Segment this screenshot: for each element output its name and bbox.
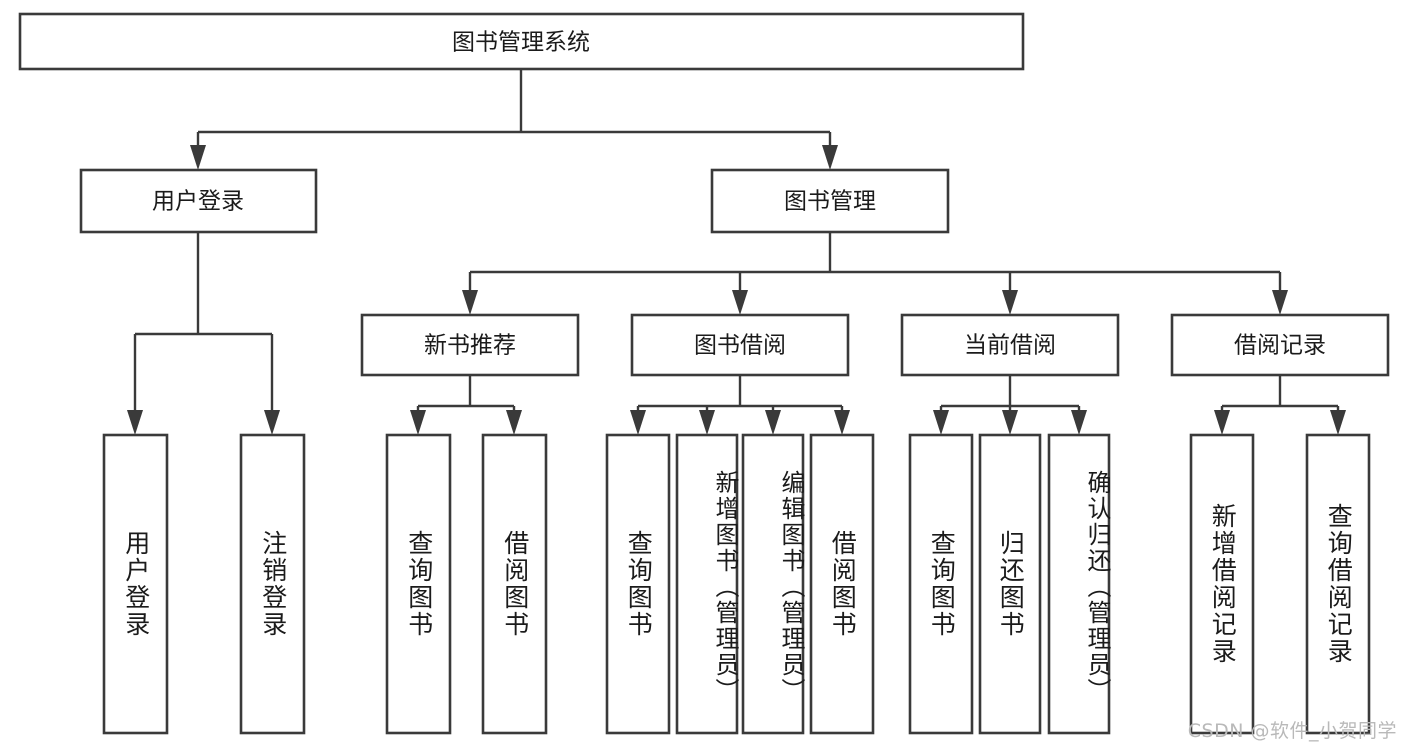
node-leaf-query-book-1[interactable] [385,433,452,735]
node-borrow-record-label: 借阅记录 [1234,333,1326,359]
watermark-text: CSDN @软件_小贺同学 [1187,720,1397,742]
arrow-leaf-user-login [127,410,143,435]
node-leaf-query-record[interactable] [1305,433,1371,735]
arrow-leaf-logout [264,410,280,435]
node-book-borrow-label: 图书借阅 [694,333,786,359]
node-current-borrow-label: 当前借阅 [964,333,1056,359]
connector-layer [127,69,1346,435]
node-leaf-return-book[interactable] [978,433,1042,735]
node-leaf-edit-book[interactable] [741,433,805,735]
node-user-login-label: 用户登录 [152,189,244,215]
node-leaf-confirm-return[interactable] [1047,433,1111,735]
arrow-leaf-query-record [1330,410,1346,435]
arrow-book-borrow [732,290,748,315]
node-leaf-borrow-book-1[interactable] [481,433,548,735]
node-book-manage-label: 图书管理 [784,189,876,215]
arrow-leaf-confirm-return [1071,410,1087,435]
arrow-book-manage [822,145,838,170]
arrow-leaf-query-book-3 [933,410,949,435]
node-user-login[interactable] [79,168,318,234]
node-leaf-borrow-book-2[interactable] [809,433,875,735]
arrow-leaf-add-book [699,410,715,435]
arrow-user-login [190,145,206,170]
node-root-label: 图书管理系统 [452,30,590,56]
node-leaf-user-login[interactable] [102,433,169,735]
arrow-leaf-borrow-book-1 [506,410,522,435]
arrow-borrow-record [1272,290,1288,315]
node-current-borrow[interactable] [900,313,1120,377]
arrow-current-borrow [1002,290,1018,315]
arrow-leaf-add-record [1214,410,1230,435]
node-book-borrow[interactable] [630,313,850,377]
node-new-book-recommend[interactable] [360,313,580,377]
node-leaf-add-book[interactable] [675,433,739,735]
node-leaf-logout[interactable] [239,433,306,735]
node-borrow-record[interactable] [1170,313,1390,377]
arrow-leaf-query-book-2 [630,410,646,435]
node-book-manage[interactable] [710,168,950,234]
arrow-new-book-recommend [462,290,478,315]
arrow-leaf-query-book-1 [410,410,426,435]
node-leaf-query-book-3[interactable] [908,433,974,735]
arrow-leaf-borrow-book-2 [834,410,850,435]
arrow-leaf-edit-book [765,410,781,435]
node-leaf-add-record[interactable] [1189,433,1255,735]
node-root-book-system[interactable] [18,12,1025,71]
node-new-book-recommend-label: 新书推荐 [424,333,516,359]
node-layer: 图书管理系统 用户登录 图书管理 新书推荐 图书借阅 当前借阅 借阅记录 [18,12,1390,735]
arrow-leaf-return-book [1002,410,1018,435]
node-leaf-query-book-2[interactable] [605,433,671,735]
